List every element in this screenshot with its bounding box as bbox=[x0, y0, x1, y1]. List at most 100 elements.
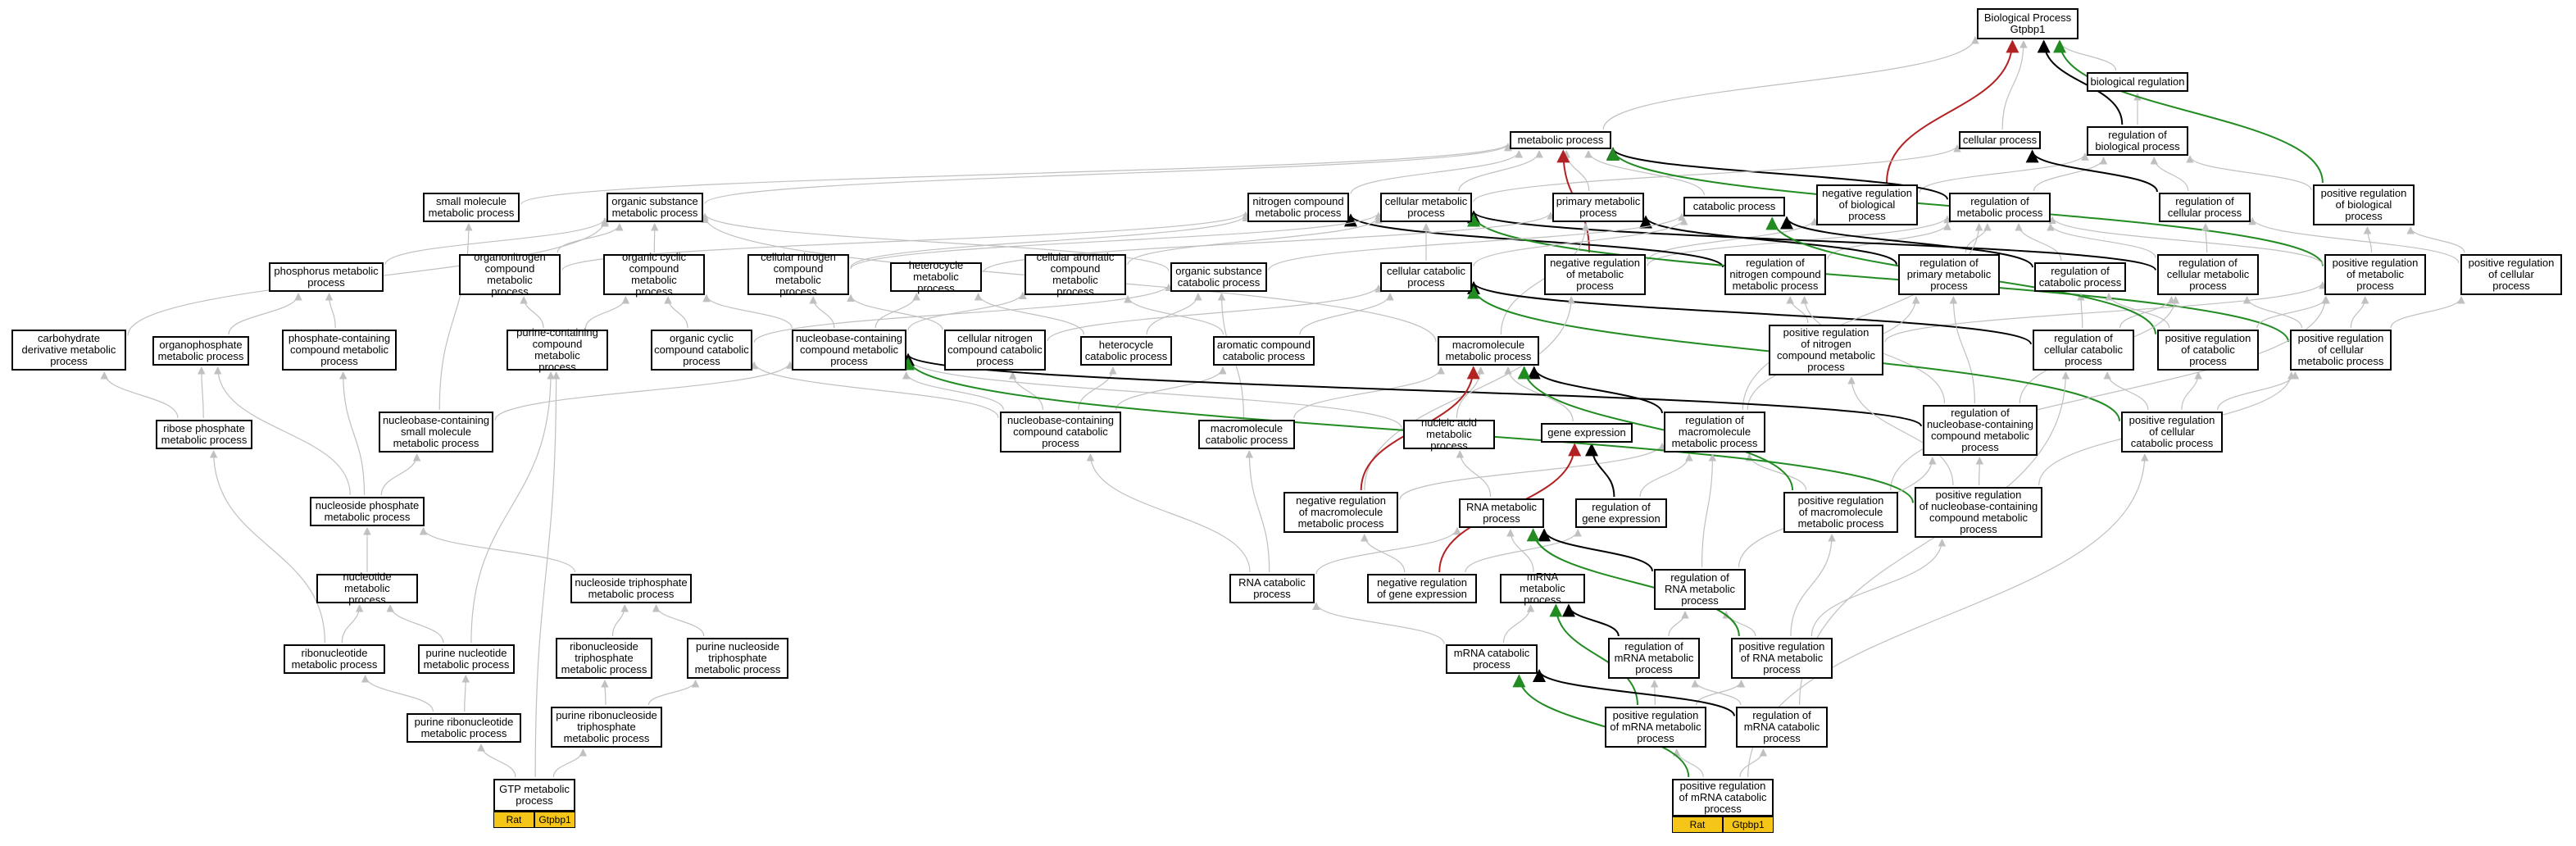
go-term-macromolecule[interactable]: macromolecule metabolic process bbox=[1438, 336, 1539, 366]
edge-default bbox=[652, 604, 705, 637]
go-term-pos-reg-catabolic[interactable]: positive regulation of catabolic process bbox=[2157, 330, 2259, 371]
go-term-reg-gene-expr[interactable]: regulation of gene expression bbox=[1575, 498, 1667, 528]
go-term-org-cyclic[interactable]: organic cyclic compound metabolic proces… bbox=[603, 252, 705, 298]
go-term-ribonucleoside-tri[interactable]: ribonucleoside triphosphate metabolic pr… bbox=[556, 638, 652, 679]
go-term-cell-nitrogen-cat[interactable]: cellular nitrogen compound catabolic pro… bbox=[944, 330, 1046, 371]
go-term-aromatic-cat[interactable]: aromatic compound catabolic process bbox=[1213, 336, 1315, 366]
edge-default bbox=[213, 366, 351, 496]
go-term-nucleobase-small[interactable]: nucleobase-containing small molecule met… bbox=[379, 412, 493, 453]
go-term-pos-reg-cell-met[interactable]: positive regulation of cellular metaboli… bbox=[2290, 330, 2392, 371]
go-term-cell-cat[interactable]: cellular catabolic process bbox=[1380, 262, 1472, 292]
go-term-reg-nitrogen[interactable]: regulation of nitrogen compound metaboli… bbox=[1724, 254, 1826, 295]
go-term-reg-mrna-met[interactable]: regulation of mRNA metabolic process bbox=[1608, 638, 1700, 679]
go-term-small-mol[interactable]: small molecule metabolic process bbox=[423, 193, 520, 222]
go-term-org-cyclic-cat[interactable]: organic cyclic compound catabolic proces… bbox=[651, 330, 752, 371]
edge-default bbox=[100, 371, 179, 419]
edge-default bbox=[850, 213, 1250, 268]
go-term-pos-reg-macro[interactable]: positive regulation of macromolecule met… bbox=[1783, 492, 1898, 533]
go-term-phosphorus[interactable]: phosphorus metabolic process bbox=[269, 262, 384, 292]
go-term-primary[interactable]: primary metabolic process bbox=[1552, 193, 1644, 222]
go-term-reg-rna-met[interactable]: regulation of RNA metabolic process bbox=[1654, 569, 1746, 610]
go-term-pos-mrna-cat[interactable]: positive regulation of mRNA catabolic pr… bbox=[1672, 779, 1774, 816]
go-term-nucleoside-phos[interactable]: nucleoside phosphate metabolic process bbox=[310, 497, 425, 526]
go-term-org-sub-cat[interactable]: organic substance catabolic process bbox=[1170, 262, 1267, 292]
edge-regulates bbox=[1538, 528, 1653, 571]
go-term-reg-cell[interactable]: regulation of cellular process bbox=[2159, 193, 2251, 222]
go-term-pos-reg-rna[interactable]: positive regulation of RNA metabolic pro… bbox=[1731, 638, 1833, 679]
go-term-catabolic[interactable]: catabolic process bbox=[1683, 197, 1785, 216]
go-term-purine-ribonucleoside-tri[interactable]: purine ribonucleoside triphosphate metab… bbox=[551, 707, 662, 748]
go-term-pos-reg-nitrogen[interactable]: positive regulation of nitrogen compound… bbox=[1769, 325, 1883, 375]
go-term-phosphate-cont[interactable]: phosphate-containing compound metabolic … bbox=[282, 330, 397, 371]
edge-default bbox=[983, 212, 1555, 273]
go-term-reg-nucleobase[interactable]: regulation of nucleobase-containing comp… bbox=[1923, 405, 2038, 456]
edge-default bbox=[2056, 40, 2117, 71]
go-term-reg-catabolic[interactable]: regulation of catabolic process bbox=[2034, 262, 2126, 292]
go-term-rna-cat[interactable]: RNA catabolic process bbox=[1229, 574, 1315, 603]
go-term-pos-reg-bio[interactable]: positive regulation of biological proces… bbox=[2313, 184, 2415, 225]
edge-default bbox=[611, 604, 629, 637]
go-term-heterocycle[interactable]: heterocycle metabolic process bbox=[890, 260, 982, 294]
go-term-neg-reg-met[interactable]: negative regulation of metabolic process bbox=[1544, 254, 1646, 295]
go-term-reg-cell-cat[interactable]: regulation of cellular catabolic process bbox=[2033, 330, 2134, 371]
go-term-organonitrogen[interactable]: organonitrogen compound metabolic proces… bbox=[459, 252, 561, 298]
go-term-nucleic-acid[interactable]: nucleic acid metabolic process bbox=[1403, 417, 1495, 452]
go-term-neg-reg-bio[interactable]: negative regulation of biological proces… bbox=[1816, 184, 1918, 225]
go-term-gtp[interactable]: GTP metabolic process bbox=[493, 779, 575, 812]
edge-default bbox=[209, 450, 325, 644]
go-term-reg-macro[interactable]: regulation of macromolecule metabolic pr… bbox=[1664, 412, 1765, 453]
go-term-nucleobase-met[interactable]: nucleobase-containing compound metabolic… bbox=[792, 330, 906, 371]
edge-default bbox=[477, 744, 516, 778]
go-term-pos-reg-cell-cat[interactable]: positive regulation of cellular cataboli… bbox=[2121, 412, 2223, 453]
go-term-carbohydrate[interactable]: carbohydrate derivative metabolic proces… bbox=[11, 330, 126, 371]
go-term-bio-reg[interactable]: biological regulation bbox=[2087, 72, 2188, 92]
edge-default bbox=[875, 293, 920, 329]
go-term-nitrogen[interactable]: nitrogen compound metabolic process bbox=[1247, 193, 1349, 222]
go-term-pos-reg-nucleobase[interactable]: positive regulation of nucleobase-contai… bbox=[1915, 487, 2042, 538]
go-term-nucleoside-tri[interactable]: nucleoside triphosphate metabolic proces… bbox=[570, 574, 692, 603]
go-term-metabolic[interactable]: metabolic process bbox=[1510, 131, 1611, 149]
go-term-cell-met[interactable]: cellular metabolic process bbox=[1380, 193, 1472, 222]
go-term-mrna-met[interactable]: mRNA metabolic process bbox=[1500, 571, 1585, 606]
go-term-reg-met[interactable]: regulation of metabolic process bbox=[1949, 193, 2051, 222]
edge-default bbox=[380, 453, 421, 496]
go-term-cell-nitrogen[interactable]: cellular nitrogen compound metabolic pro… bbox=[747, 252, 849, 298]
go-term-reg-cell-met[interactable]: regulation of cellular metabolic process bbox=[2157, 254, 2259, 295]
go-term-cell-aromatic[interactable]: cellular aromatic compound metabolic pro… bbox=[1024, 252, 1126, 298]
edge-default bbox=[902, 371, 1004, 411]
go-term-org-sub[interactable]: organic substance metabolic process bbox=[607, 193, 703, 222]
go-term-reg-primary[interactable]: regulation of primary metabolic process bbox=[1898, 254, 2000, 295]
edge-default bbox=[1312, 602, 1445, 644]
go-term-purine-cont[interactable]: purine-containing compound metabolic pro… bbox=[507, 327, 608, 373]
edge-default bbox=[2390, 296, 2465, 329]
go-term-ribonucleotide[interactable]: ribonucleotide metabolic process bbox=[284, 644, 385, 674]
edge-default bbox=[2048, 216, 2324, 266]
go-term-nucleotide[interactable]: nucleotide metabolic process bbox=[316, 571, 418, 606]
go-term-reg-bio[interactable]: regulation of biological process bbox=[2087, 126, 2188, 156]
go-term-nucleobase-cat[interactable]: nucleobase-containing compound catabolic… bbox=[1000, 412, 1121, 453]
edge-default bbox=[1500, 223, 1590, 335]
go-term-pos-reg-mrna-met[interactable]: positive regulation of mRNA metabolic pr… bbox=[1605, 707, 1706, 748]
edge-default bbox=[228, 293, 302, 335]
go-term-rna-met[interactable]: RNA metabolic process bbox=[1459, 498, 1544, 528]
edge-default bbox=[1562, 150, 1590, 192]
go-term-gene-expr[interactable]: gene expression bbox=[1541, 423, 1633, 443]
go-term-organophosphate[interactable]: organophosphate metabolic process bbox=[152, 336, 249, 366]
go-term-pos-reg-met[interactable]: positive regulation of metabolic process bbox=[2324, 254, 2426, 295]
go-term-purine-ribonucleotide[interactable]: purine ribonucleotide metabolic process bbox=[407, 713, 521, 743]
go-term-pos-reg-cell[interactable]: positive regulation of cellular process bbox=[2460, 254, 2562, 295]
go-term-root[interactable]: Biological Process Gtpbp1 bbox=[1977, 8, 2079, 39]
go-term-reg-mrna-cat[interactable]: regulation of mRNA catabolic process bbox=[1736, 707, 1828, 748]
edge-default bbox=[974, 293, 1085, 335]
go-term-neg-reg-macro[interactable]: negative regulation of macromolecule met… bbox=[1283, 492, 1398, 533]
go-term-ribose[interactable]: ribose phosphate metabolic process bbox=[156, 420, 252, 449]
go-term-purine-nucleotide[interactable]: purine nucleotide metabolic process bbox=[418, 644, 515, 674]
go-term-cellular[interactable]: cellular process bbox=[1959, 131, 2041, 149]
go-term-purine-nucleoside-tri[interactable]: purine nucleoside triphosphate metabolic… bbox=[687, 638, 788, 679]
go-term-macro-cat[interactable]: macromolecule catabolic process bbox=[1198, 420, 1295, 449]
edge-default bbox=[1810, 539, 1947, 637]
go-term-mrna-cat[interactable]: mRNA catabolic process bbox=[1446, 644, 1538, 674]
edge-default bbox=[557, 223, 624, 253]
go-term-heterocycle-cat[interactable]: heterocycle catabolic process bbox=[1080, 336, 1172, 366]
go-term-neg-reg-gene[interactable]: negative regulation of gene expression bbox=[1367, 574, 1477, 603]
